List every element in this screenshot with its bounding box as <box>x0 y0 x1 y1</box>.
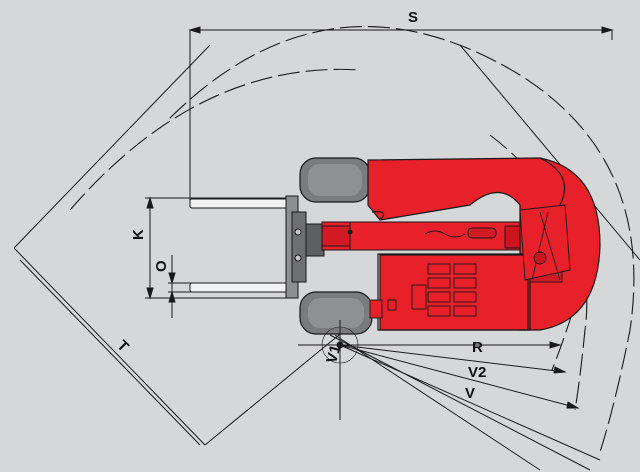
label-o: O <box>153 260 170 272</box>
label-k: K <box>130 229 147 240</box>
fork-carriage <box>285 195 325 299</box>
label-r: R <box>472 339 483 356</box>
cab-grid <box>369 263 477 319</box>
middle-turning-arc <box>69 68 361 211</box>
radius-lines <box>298 320 601 461</box>
outer-turning-arc <box>169 26 635 453</box>
engine-cover <box>367 157 601 331</box>
telescopic-boom <box>321 221 556 251</box>
tires <box>299 157 373 335</box>
label-s: S <box>408 9 418 26</box>
dimension-s <box>188 26 614 200</box>
dimension-t <box>13 44 346 446</box>
label-v1: V1 <box>323 343 344 365</box>
label-v2: V2 <box>468 364 486 381</box>
forks <box>189 198 293 293</box>
rear-detail <box>347 204 571 283</box>
upper-fork <box>189 198 293 209</box>
lower-fork <box>189 282 293 293</box>
label-v: V <box>465 385 475 402</box>
dimension-k <box>145 196 290 300</box>
